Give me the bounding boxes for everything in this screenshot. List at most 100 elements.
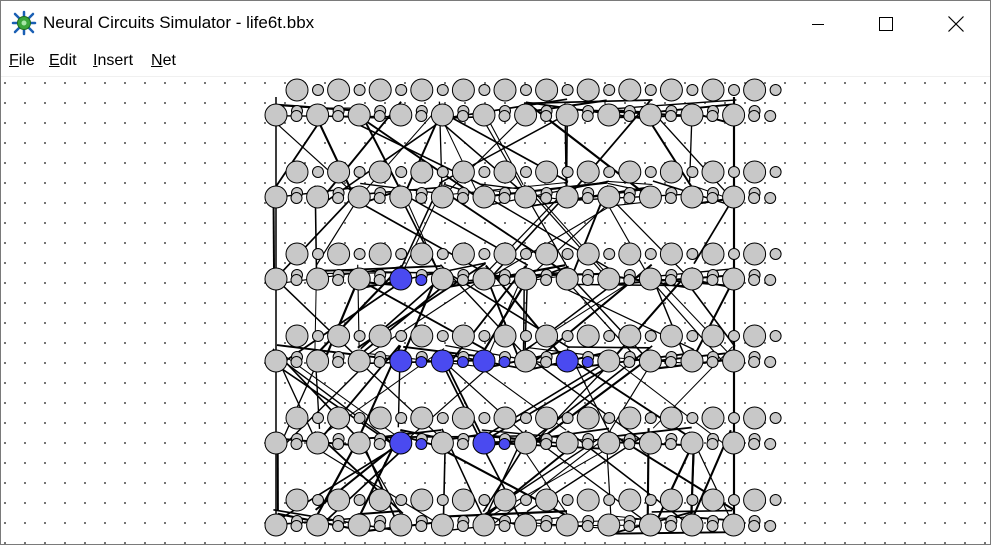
neuron-node[interactable] [728,84,740,96]
neuron-node[interactable] [603,330,616,342]
neuron-node-active[interactable] [456,356,469,368]
neuron-node[interactable] [430,185,454,209]
neuron-node[interactable] [706,274,719,286]
neuron-node[interactable] [618,406,642,430]
neuron-node[interactable] [769,84,782,96]
neuron-node[interactable] [623,356,636,368]
neuron-node[interactable] [368,488,392,512]
neuron-node[interactable] [644,248,657,260]
neuron-node[interactable] [728,494,740,506]
neuron-node[interactable] [659,324,683,348]
neuron-node[interactable] [373,274,386,286]
neuron-node[interactable] [769,412,782,424]
neuron-node[interactable] [623,110,636,122]
neuron-node[interactable] [498,110,511,122]
neuron-node[interactable] [680,349,704,373]
neuron-node[interactable] [561,166,574,178]
neuron-node[interactable] [535,488,559,512]
neuron-node[interactable] [306,431,330,455]
neuron-node[interactable] [638,267,662,291]
neuron-node[interactable] [368,324,392,348]
neuron-node[interactable] [764,110,777,122]
neuron-node[interactable] [581,192,594,204]
neuron-node[interactable] [290,438,303,450]
neuron-node[interactable] [748,356,761,368]
neuron-node[interactable] [701,78,725,102]
neuron-node[interactable] [597,267,621,291]
neuron-node-active[interactable] [415,438,428,450]
neuron-node[interactable] [618,488,642,512]
neuron-node[interactable] [410,78,434,102]
neuron-node[interactable] [748,110,761,122]
neuron-node[interactable] [520,494,532,506]
neuron-node[interactable] [389,185,413,209]
neuron-node[interactable] [706,192,719,204]
neuron-node[interactable] [373,356,386,368]
menu-edit[interactable]: Edit [49,52,77,70]
neuron-node[interactable] [680,267,704,291]
neuron-node[interactable] [451,324,475,348]
neuron-node[interactable] [659,160,683,184]
neuron-node[interactable] [664,192,677,204]
neuron-node[interactable] [290,356,303,368]
neuron-node[interactable] [701,488,725,512]
neuron-node[interactable] [436,330,449,342]
neuron-node[interactable] [603,248,616,260]
neuron-node[interactable] [389,103,413,127]
neuron-node[interactable] [623,520,636,532]
neuron-node[interactable] [701,242,725,266]
neuron-node[interactable] [686,494,699,506]
neuron-node[interactable] [659,488,683,512]
neuron-node[interactable] [638,185,662,209]
neuron-node[interactable] [327,78,351,102]
neuron-node[interactable] [395,84,408,96]
neuron-node[interactable] [603,84,616,96]
neuron-node[interactable] [347,513,371,537]
neuron-node[interactable] [478,248,491,260]
neuron-node[interactable] [555,185,579,209]
neuron-node[interactable] [535,406,559,430]
maximize-button[interactable] [863,1,909,46]
neuron-node[interactable] [644,166,657,178]
neuron-node[interactable] [410,406,434,430]
neuron-node[interactable] [498,274,511,286]
neuron-node[interactable] [555,513,579,537]
neuron-node[interactable] [456,520,469,532]
neuron-node[interactable] [686,84,699,96]
neuron-node[interactable] [264,185,288,209]
neuron-node[interactable] [514,513,538,537]
neuron-node[interactable] [456,438,469,450]
neuron-node[interactable] [769,494,782,506]
neuron-node[interactable] [514,185,538,209]
neuron-node[interactable] [415,192,428,204]
neuron-node[interactable] [456,274,469,286]
neuron-node[interactable] [306,103,330,127]
title-bar[interactable]: Neural Circuits Simulator - life6t.bbx [1,1,990,46]
neuron-node[interactable] [535,242,559,266]
neuron-node[interactable] [472,185,496,209]
neuron-node[interactable] [743,242,767,266]
neuron-node[interactable] [285,160,309,184]
neuron-node[interactable] [415,110,428,122]
neuron-node[interactable] [478,166,491,178]
neuron-node[interactable] [706,520,719,532]
close-button[interactable] [933,1,979,46]
menu-file[interactable]: File [9,52,35,70]
neuron-node[interactable] [493,488,517,512]
neuron-node[interactable] [576,78,600,102]
neuron-node[interactable] [540,438,553,450]
neuron-node[interactable] [285,78,309,102]
neuron-node[interactable] [493,324,517,348]
neuron-node[interactable] [644,494,657,506]
neuron-node[interactable] [576,242,600,266]
neuron-node[interactable] [514,103,538,127]
neuron-node[interactable] [743,488,767,512]
neuron-node[interactable] [410,160,434,184]
neuron-node[interactable] [312,330,324,342]
neuron-node[interactable] [664,356,677,368]
neuron-node[interactable] [472,513,496,537]
neuron-node[interactable] [493,160,517,184]
neuron-node[interactable] [478,412,491,424]
neuron-node[interactable] [561,84,574,96]
neuron-node[interactable] [686,166,699,178]
